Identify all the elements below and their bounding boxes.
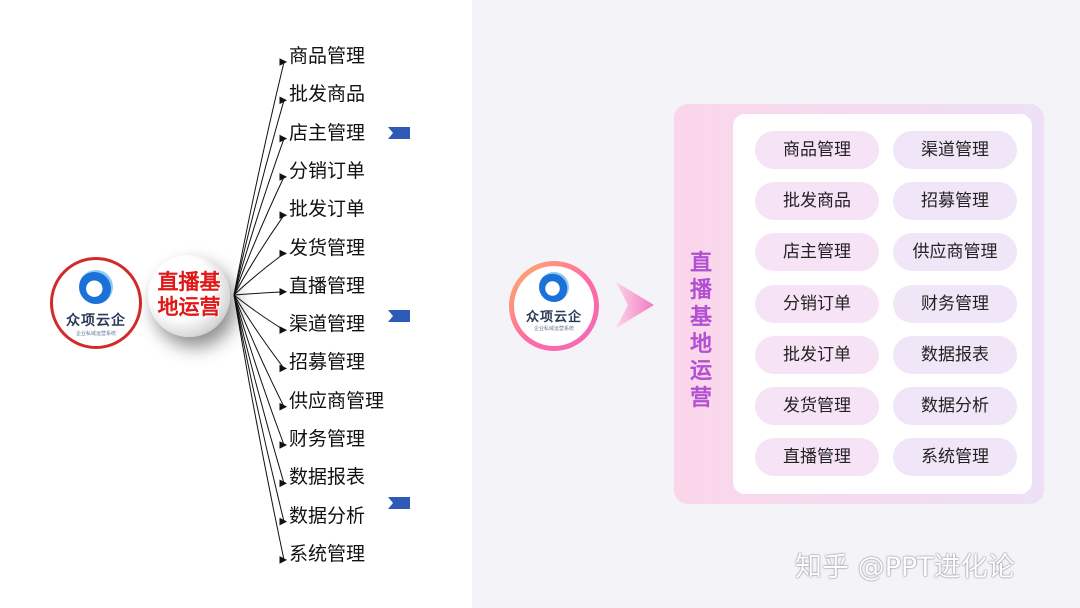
branch-item: 发货管理: [289, 236, 366, 259]
arrow-head-icon: [279, 211, 288, 220]
branch-line: [233, 294, 285, 484]
branch-item: 直播管理: [289, 274, 366, 297]
branch-item: 商品管理: [289, 45, 366, 67]
logo-name: 众项云企: [66, 313, 126, 329]
logo-name: 众项云企: [525, 310, 582, 325]
title-char: 营: [689, 386, 712, 411]
arrow-head-icon: [279, 364, 288, 373]
branch-line: [233, 61, 285, 296]
flag-tab-icon: [388, 127, 410, 139]
module-pill: 招募管理: [893, 182, 1017, 221]
left-hub-node: [148, 255, 230, 337]
module-pill: 商品管理: [755, 131, 879, 169]
arrow-head-icon: [279, 249, 288, 258]
swirl-icon: [79, 270, 113, 304]
left-company-logo: 众项云企 企业私域运营系统: [50, 257, 142, 349]
module-pill: 分销订单: [755, 284, 879, 323]
module-pill: 店主管理: [755, 233, 879, 272]
arrow-head-icon: [279, 441, 288, 449]
module-pill: 数据分析: [893, 387, 1017, 425]
right-company-logo: 众项云企 企业私域运营系统: [514, 266, 594, 346]
arrow-head-icon: [279, 479, 288, 488]
arrow-head-icon: [279, 96, 288, 105]
vertical-title: 直播基地运营: [684, 250, 718, 412]
module-pill: 财务管理: [893, 284, 1017, 323]
branch-line: [233, 214, 285, 296]
arrow-head-icon: [279, 134, 288, 143]
branch-line: [233, 100, 285, 296]
branch-item: 分销订单: [289, 159, 366, 182]
branch-line: [233, 294, 285, 369]
branch-line: [233, 138, 285, 296]
left-hub-label: 直播基地运营: [157, 270, 221, 319]
module-pill: 渠道管理: [893, 131, 1017, 169]
arrow-head-icon: [279, 556, 288, 564]
branch-line: [233, 253, 285, 296]
branch-line: [233, 294, 285, 407]
branch-item: 财务管理: [289, 428, 366, 450]
title-char: 直: [689, 251, 712, 276]
module-pill: 直播管理: [755, 438, 879, 477]
branch-line: [233, 294, 285, 561]
branch-item: 数据报表: [289, 466, 366, 489]
arrow-head-icon: [279, 402, 288, 411]
branch-line: [233, 291, 285, 296]
title-char: 基: [689, 305, 712, 330]
branch-lines: [233, 58, 288, 564]
flag-tab-icon: [388, 310, 410, 322]
module-pill: 供应商管理: [893, 233, 1017, 272]
branch-item: 店主管理: [289, 121, 366, 144]
swirl-icon: [539, 272, 569, 302]
logo-tagline: 企业私域运营系统: [75, 331, 116, 337]
title-char: 播: [689, 278, 712, 303]
branch-item: 渠道管理: [289, 313, 366, 336]
branch-line: [233, 294, 285, 446]
branch-item: 系统管理: [289, 542, 366, 565]
branch-item: 批发订单: [289, 198, 366, 221]
branch-line: [233, 176, 285, 296]
branch-line: [233, 294, 285, 522]
module-pill: 数据报表: [893, 335, 1017, 374]
module-pill: 批发商品: [755, 182, 879, 221]
logo-tagline: 企业私域运营系统: [533, 326, 574, 332]
branch-line: [233, 294, 285, 331]
module-pill: 批发订单: [755, 335, 879, 374]
title-char: 运: [689, 359, 712, 384]
branch-item: 批发商品: [289, 83, 366, 106]
watermark: 知乎 @PPT进化论: [795, 552, 1015, 583]
module-pill: 发货管理: [755, 387, 879, 425]
branch-item: 招募管理: [289, 351, 366, 374]
arrow-head-icon: [279, 287, 288, 296]
arrow-head-icon: [279, 173, 288, 181]
arrow-head-icon: [279, 58, 288, 66]
branch-item: 供应商管理: [289, 389, 385, 412]
title-char: 地: [689, 332, 712, 357]
branch-item: 数据分析: [289, 504, 366, 527]
arrow-head-icon: [279, 326, 288, 334]
arrow-head-icon: [279, 517, 288, 526]
module-pill: 系统管理: [893, 438, 1017, 477]
chevron-right-icon: [616, 282, 654, 328]
flag-tab-icon: [388, 497, 410, 509]
